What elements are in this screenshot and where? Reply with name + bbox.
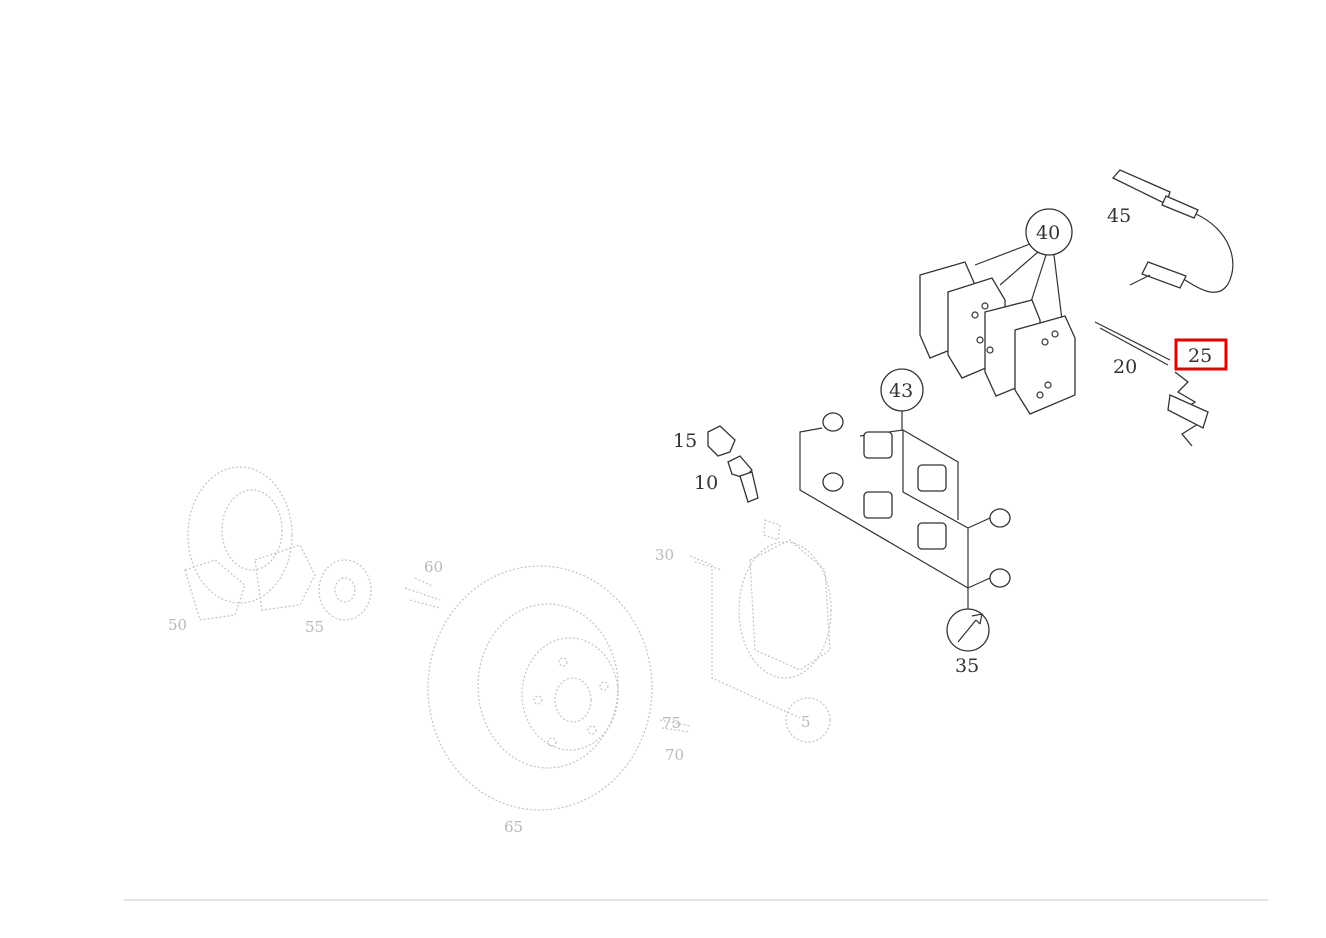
brake-pads[interactable] — [919, 261, 1076, 415]
callout-55[interactable]: 55 — [305, 618, 324, 636]
faded-parts-group: 50 55 60 65 70 75 30 — [168, 466, 832, 836]
callout-75[interactable]: 75 — [662, 714, 681, 732]
callout-40[interactable]: 40 — [1036, 222, 1060, 244]
wear-sensor-cable[interactable] — [1111, 169, 1234, 293]
faded-leader-5 — [711, 565, 801, 719]
repair-kit[interactable] — [799, 411, 1011, 610]
anti-rattle-spring[interactable] — [1167, 371, 1209, 447]
highlight-box-25 — [1174, 338, 1228, 371]
faded-circle-5 — [785, 697, 831, 743]
callout-5[interactable]: 5 — [801, 713, 811, 731]
callout-60[interactable]: 60 — [424, 558, 443, 576]
callout-43[interactable]: 43 — [889, 380, 913, 402]
faded-bolts — [689, 555, 723, 571]
callout-20[interactable]: 20 — [1113, 356, 1137, 378]
faded-caliper-assembly — [184, 466, 372, 621]
callout-circle-40 — [1025, 208, 1073, 256]
leader-40 — [974, 243, 1063, 321]
callout-15[interactable]: 15 — [673, 430, 697, 452]
guide-sleeve-cap[interactable] — [707, 425, 736, 457]
faded-caliper-housing — [738, 519, 832, 679]
faded-brake-disc — [427, 565, 653, 811]
wrench-glyph — [957, 613, 983, 643]
callout-30[interactable]: 30 — [655, 546, 674, 564]
callout-70[interactable]: 70 — [665, 746, 684, 764]
faded-screw — [659, 719, 691, 733]
faded-fastener — [404, 577, 441, 609]
callout-35[interactable]: 35 — [955, 655, 979, 677]
callout-65[interactable]: 65 — [504, 818, 523, 836]
callout-10[interactable]: 10 — [694, 472, 718, 494]
callout-50[interactable]: 50 — [168, 616, 187, 634]
callout-25[interactable]: 25 — [1188, 345, 1212, 367]
callout-45[interactable]: 45 — [1107, 205, 1131, 227]
guide-bolt[interactable] — [727, 455, 759, 503]
pad-pin[interactable] — [1094, 321, 1171, 366]
